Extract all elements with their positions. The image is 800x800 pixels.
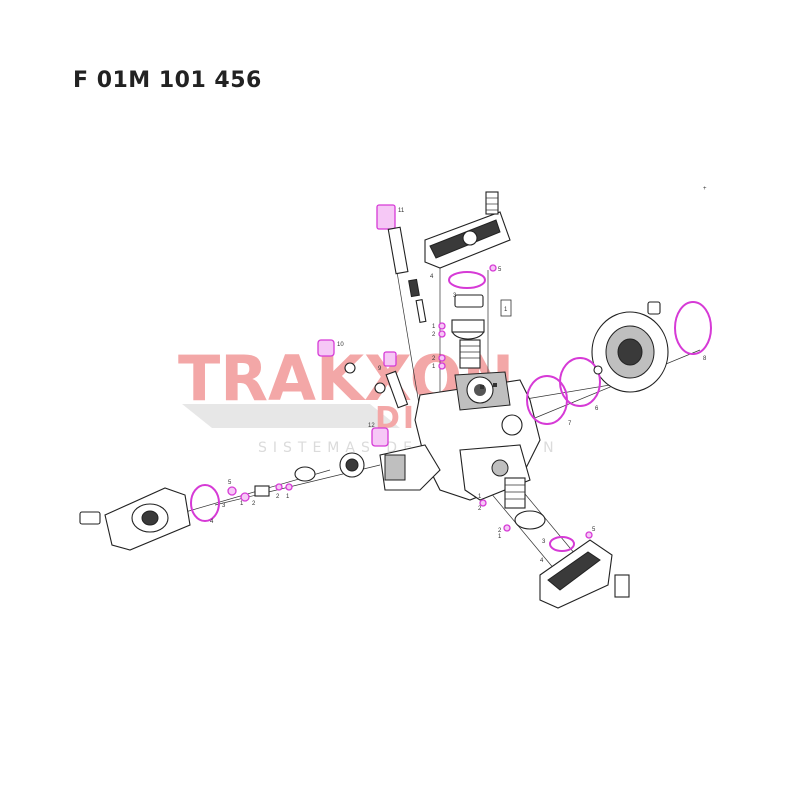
callout-2b-top: 2: [432, 356, 436, 362]
callout-plus: +: [703, 186, 707, 192]
callout-1b-bottom: 1: [498, 534, 502, 540]
callout-12: 12: [368, 423, 375, 429]
callout-2-left: 2: [252, 501, 256, 507]
watermark-swoosh: [182, 404, 400, 428]
callout-6: 6: [595, 406, 599, 412]
callout-labels: 11 4 3 5 1 2 2 1 10 9 12 5 3 4 1 2 2 1 1…: [210, 186, 707, 564]
callout-5-top: 5: [498, 267, 502, 273]
bottom-valve-stack: [479, 477, 630, 609]
callout-3-top: 3: [453, 293, 457, 299]
callout-11: 11: [398, 208, 405, 214]
callout-4-left: 4: [210, 519, 214, 525]
callout-5-left: 5: [228, 480, 232, 486]
callout-2b-left: 2: [276, 494, 280, 500]
callout-1b-left: 1: [286, 494, 290, 500]
callout-4-top: 4: [430, 274, 434, 280]
callout-2b-bottom: 2: [498, 528, 502, 534]
sensor-11: [376, 204, 427, 323]
callout-3-bottom: 3: [542, 539, 546, 545]
part-number-title: F 01M 101 456: [73, 68, 262, 93]
callout-box-label: 1: [504, 307, 508, 313]
callout-1-bottom: 1: [478, 494, 482, 500]
callout-9: 9: [378, 366, 382, 372]
drive-flange: [526, 301, 712, 425]
sensor-9-10: [317, 339, 409, 447]
callout-3-left: 3: [222, 503, 226, 509]
callout-8: 8: [703, 356, 707, 362]
callout-1-left: 1: [240, 501, 244, 507]
callout-1b-top: 1: [432, 364, 436, 370]
callout-2-top: 2: [432, 332, 436, 338]
callout-box: [500, 299, 512, 317]
left-cover: [79, 483, 293, 551]
callout-2-bottom: 2: [478, 506, 482, 512]
top-valve-stack: [438, 264, 497, 370]
pump-housing: [414, 371, 541, 501]
callout-5-bottom: 5: [592, 527, 596, 533]
callout-4-bottom: 4: [540, 558, 544, 564]
top-cover: [424, 191, 511, 269]
callout-10: 10: [337, 342, 344, 348]
callout-1-top: 1: [432, 324, 436, 330]
metering-unit: [294, 444, 441, 491]
callout-7: 7: [568, 421, 572, 427]
